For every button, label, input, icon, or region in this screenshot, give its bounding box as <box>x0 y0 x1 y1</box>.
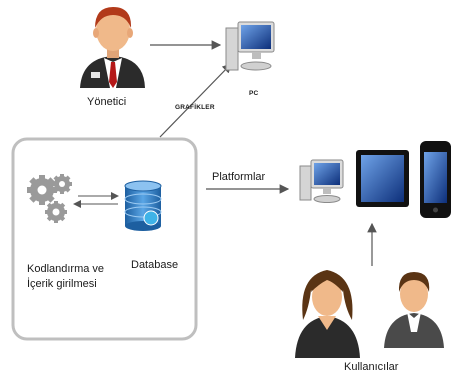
graphics-label: GRAFİKLER <box>175 104 215 111</box>
gears-icon <box>27 174 72 223</box>
man-user-icon <box>384 272 444 348</box>
system-box <box>11 137 198 341</box>
database-icon <box>124 180 162 231</box>
platforms-label: Platformlar <box>212 171 266 183</box>
database-label: Database <box>131 259 179 271</box>
woman-user-icon <box>295 270 360 358</box>
pc-label: PC <box>249 90 259 97</box>
tablet-icon <box>356 150 409 207</box>
monitor-icon <box>299 159 344 203</box>
coding-label: Kodlandırma ve İçerik girilmesi <box>27 263 105 290</box>
manager-icon <box>80 7 145 88</box>
phone-icon <box>420 141 451 218</box>
admin-label: Yönetici <box>87 96 127 108</box>
users-label: Kullanıcılar <box>344 361 399 373</box>
arrow-system-to-pc <box>159 63 232 138</box>
pc-icon <box>225 21 275 71</box>
